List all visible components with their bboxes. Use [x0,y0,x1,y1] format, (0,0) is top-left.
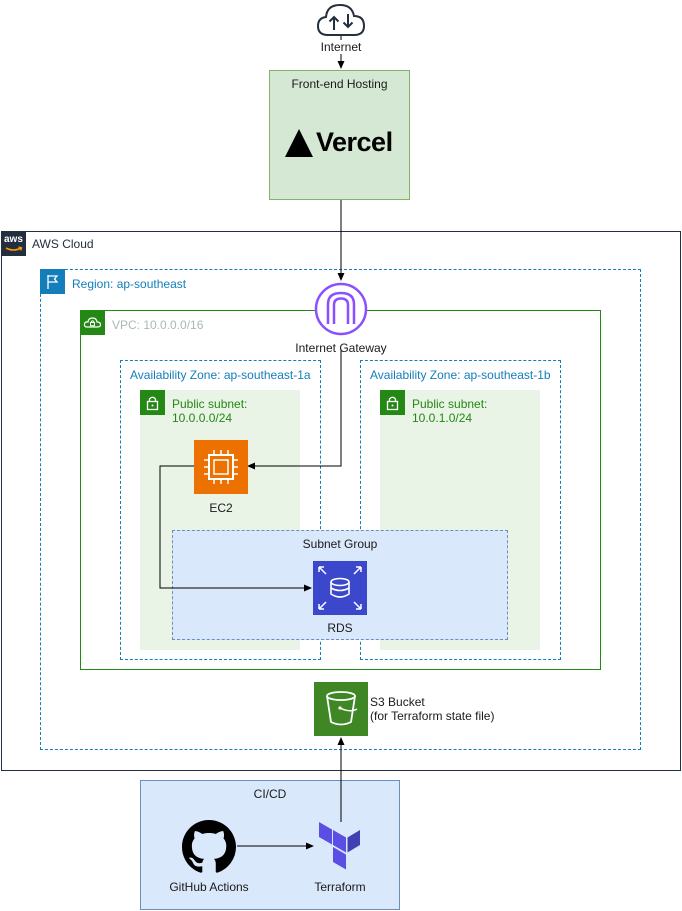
aws-logo-icon: aws [1,231,26,256]
terraform-label: Terraform [314,880,366,894]
region-label: Region: ap-southeast [72,277,187,291]
frontend-hosting-box [269,70,410,200]
connector-igw-to-ec2 [247,350,342,470]
vercel-triangle-icon [285,129,313,157]
availability-zone-a [120,360,321,660]
region-flag-icon [40,269,65,294]
frontend-hosting-title: Front-end Hosting [291,77,388,91]
subnet-group [172,530,508,640]
public-subnet-b-cidr: 10.0.1.0/24 [412,411,473,425]
public-subnet-a-cidr: 10.0.0.0/24 [172,411,233,425]
cicd-label: CI/CD [253,787,287,801]
vercel-logo-text: Vercel [316,127,393,157]
subnet-b-lock-icon [380,390,405,415]
terraform-icon [318,822,362,870]
vpc-cloud-lock-icon [80,310,105,335]
aws-logo-text: aws [4,234,23,245]
connector-ec2-to-rds [159,465,312,592]
ec2-icon [194,440,248,494]
availability-zone-b-label: Availability Zone: ap-southeast-1b [370,368,551,382]
rds-icon [313,561,367,615]
availability-zone-b [360,360,561,660]
github-icon [182,820,236,874]
github-actions-label: GitHub Actions [169,880,249,894]
internet-gateway-icon [314,282,368,336]
subnet-a-lock-icon [140,390,165,415]
ec2-label: EC2 [209,501,233,515]
public-subnet-a-title: Public subnet: [172,397,248,411]
vpc-label: VPC: 10.0.0.0/16 [112,318,204,332]
aws-cloud-label: AWS Cloud [32,237,94,251]
subnet-group-label: Subnet Group [302,537,378,551]
s3-bucket-label: S3 Bucket [370,695,425,709]
internet-label: Internet [300,40,382,54]
vercel-logo: Vercel [284,126,396,160]
availability-zone-a-label: Availability Zone: ap-southeast-1a [130,368,311,382]
internet-gateway-label: Internet Gateway [295,341,387,355]
s3-bucket-icon [314,682,368,736]
s3-bucket-sublabel: (for Terraform state file) [370,709,495,723]
public-subnet-b-title: Public subnet: [412,397,488,411]
rds-label: RDS [327,621,353,635]
internet-cloud-icon [315,2,367,38]
